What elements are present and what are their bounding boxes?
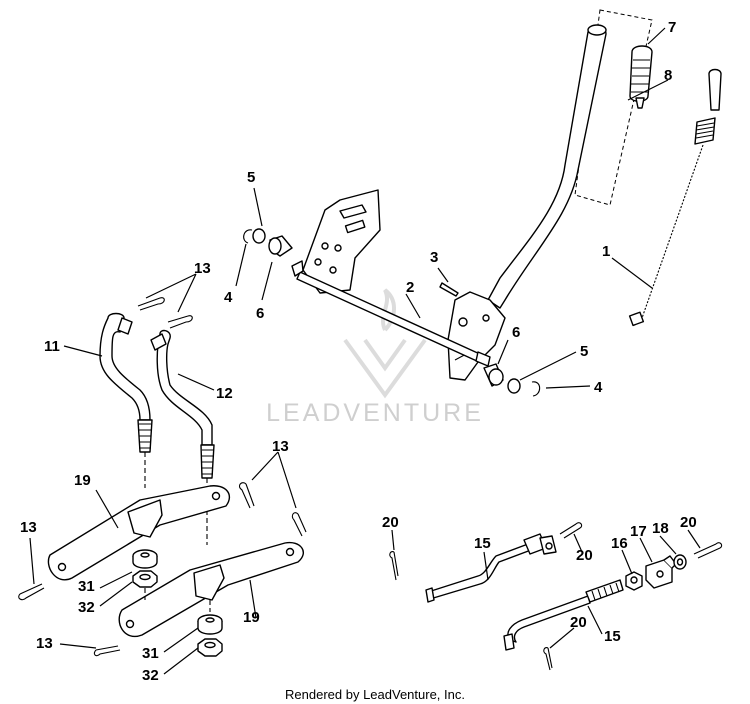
callout-17: 17	[630, 523, 647, 540]
callout-31-upper: 31	[78, 578, 95, 595]
callout-19-upper: 19	[74, 472, 91, 489]
callout-20-left: 20	[382, 514, 399, 531]
callout-2: 2	[406, 279, 414, 296]
nut-32-upper	[132, 570, 158, 588]
adjuster-nut-16	[625, 571, 643, 591]
washer-left	[252, 228, 266, 244]
hairpin-clip-9	[693, 542, 723, 559]
cotter-pin	[439, 282, 459, 297]
hairpin-clip-4	[291, 512, 307, 537]
footer-credit: Rendered by LeadVenture, Inc.	[285, 687, 465, 702]
callout-4-upper: 4	[224, 289, 233, 306]
callout-13-bottom: 13	[36, 635, 53, 652]
callout-6-lower: 6	[512, 324, 520, 341]
callout-15-lower: 15	[604, 628, 621, 645]
lift-shaft	[291, 260, 491, 367]
hairpin-clip-8	[559, 522, 583, 539]
handle-grip	[629, 45, 653, 109]
hairpin-clip-7	[389, 551, 399, 581]
bushing-31-upper	[132, 549, 158, 569]
callout-7: 7	[668, 19, 676, 36]
lift-link-right	[150, 329, 215, 545]
hairpin-clip-1	[137, 297, 165, 311]
washer-right	[507, 378, 521, 394]
clip-left	[243, 229, 253, 244]
lift-link-left	[99, 312, 153, 488]
callout-31-lower: 31	[142, 645, 159, 662]
clip-right	[531, 381, 541, 397]
callout-13-top: 13	[194, 260, 211, 277]
callout-16: 16	[611, 535, 628, 552]
hairpin-clip-5	[18, 583, 45, 601]
deck-height-rod	[628, 68, 722, 327]
callout-18: 18	[652, 520, 669, 537]
adjuster-rod-upper	[425, 533, 557, 603]
hairpin-clip-6	[93, 645, 121, 657]
callout-11: 11	[44, 338, 60, 355]
callout-12: 12	[216, 385, 233, 402]
leader-lines	[29, 27, 701, 675]
adjuster-rod-lower	[503, 579, 624, 651]
callout-3: 3	[430, 249, 438, 266]
watermark-text: LEADVENTURE	[266, 399, 484, 427]
callout-8: 8	[664, 67, 672, 84]
nut-32-lower	[197, 638, 223, 657]
lift-arm-lower	[118, 541, 304, 638]
adjuster-nut-18	[673, 554, 687, 570]
callouts: 1 2 3 4 4 5 5 6 6 7 8 11 12 13 13 13 13 …	[20, 19, 697, 684]
trunnion-block-17	[645, 555, 677, 589]
callout-13-right: 13	[272, 438, 289, 455]
callout-20-bottom: 20	[570, 614, 587, 631]
callout-13-left: 13	[20, 519, 37, 536]
callout-32-lower: 32	[142, 667, 159, 684]
bushing-left	[268, 235, 293, 257]
callout-5-upper: 5	[247, 169, 255, 186]
callout-4-lower: 4	[594, 379, 603, 396]
hairpin-clip-2	[167, 315, 193, 329]
lift-lever	[447, 24, 607, 381]
hairpin-clip-3	[238, 482, 255, 509]
callout-19-lower: 19	[243, 609, 260, 626]
bushing-right	[483, 363, 504, 387]
callout-15-upper: 15	[474, 535, 491, 552]
bushing-31-lower	[197, 614, 223, 635]
callout-1: 1	[602, 243, 610, 260]
callout-20-middle: 20	[576, 547, 593, 564]
callout-6-upper: 6	[256, 305, 264, 322]
hairpin-clip-10	[543, 647, 553, 671]
callout-5-lower: 5	[580, 343, 588, 360]
lift-arm-upper	[47, 485, 231, 581]
callout-32-upper: 32	[78, 599, 95, 616]
callout-20-right: 20	[680, 514, 697, 531]
handle-phantom-outline	[574, 9, 653, 206]
mounting-bracket	[302, 189, 381, 294]
